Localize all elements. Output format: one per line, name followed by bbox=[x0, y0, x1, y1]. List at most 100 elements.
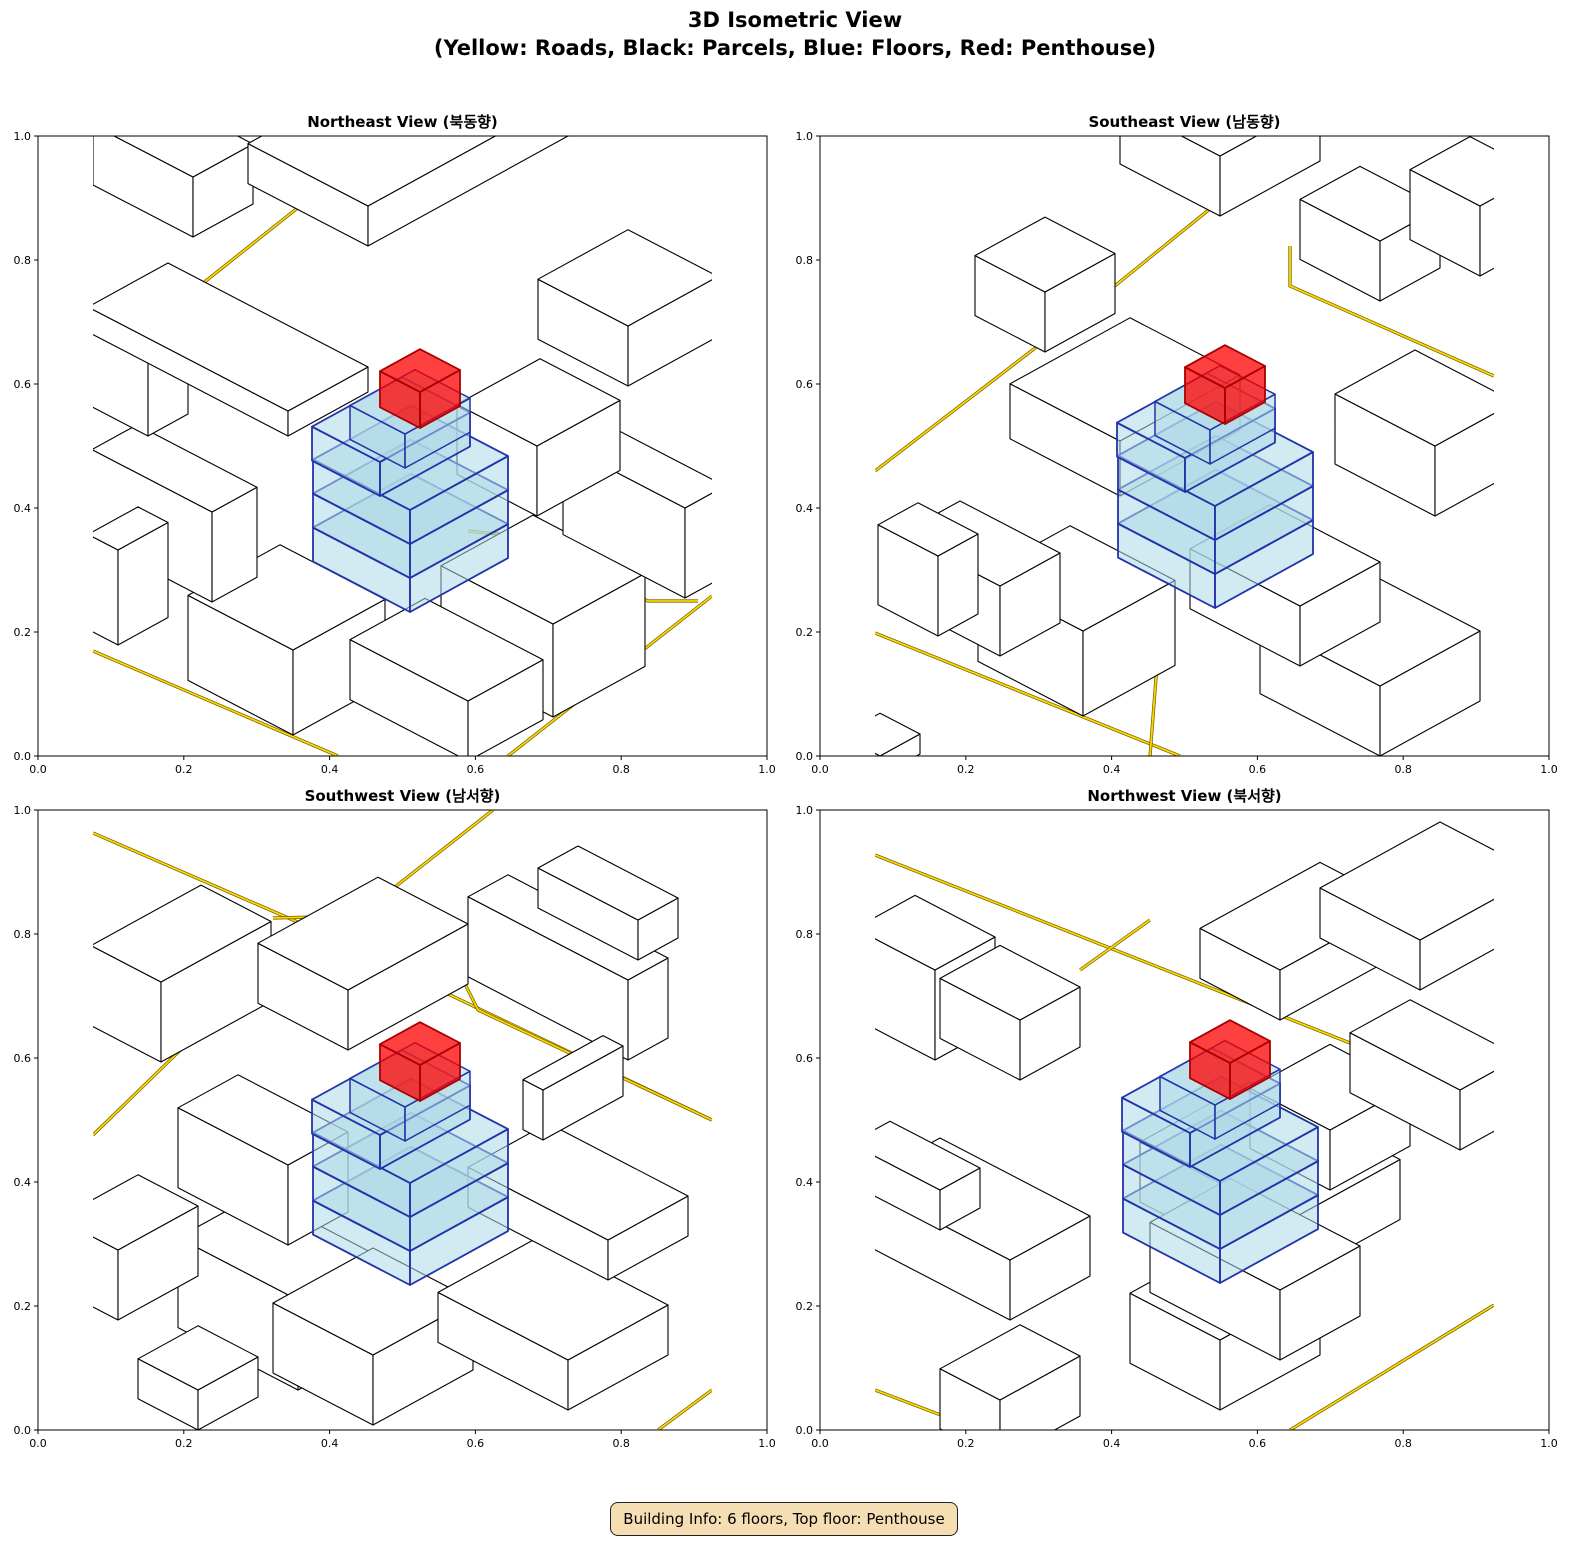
x-tick-label: 0.0 bbox=[29, 763, 47, 776]
y-tick-label: 0.0 bbox=[796, 1424, 814, 1437]
x-tick-label: 0.2 bbox=[175, 763, 193, 776]
parcel-6-top-face bbox=[974, 216, 1116, 293]
y-tick-label: 0.0 bbox=[14, 1424, 32, 1437]
parcel-8-top-face bbox=[93, 1174, 199, 1251]
y-tick-label: 0.6 bbox=[14, 1052, 32, 1065]
y-tick-label: 0.4 bbox=[796, 1176, 814, 1189]
x-tick-label: 1.0 bbox=[1540, 763, 1558, 776]
x-tick-label: 0.8 bbox=[1394, 763, 1412, 776]
parcel-7-top-face bbox=[1180, 136, 1258, 157]
parcel-6-left-face bbox=[93, 536, 119, 646]
y-tick-label: 0.2 bbox=[14, 1300, 32, 1313]
road bbox=[1289, 1304, 1494, 1430]
parcel-9-right-face bbox=[1479, 197, 1494, 277]
figure-title: 3D Isometric View (Yellow: Roads, Black:… bbox=[0, 6, 1590, 62]
y-tick-label: 1.0 bbox=[14, 804, 32, 817]
parcel-11-right-face bbox=[1419, 898, 1494, 991]
building-info-box: Building Info: 6 floors, Top floor: Pent… bbox=[610, 1502, 958, 1536]
parcel-11-top-face bbox=[93, 262, 369, 412]
parcel-8-top-face bbox=[247, 136, 497, 207]
parcel-5-top-face bbox=[93, 424, 258, 513]
subplot-title: Southeast View (남동향) bbox=[1088, 113, 1280, 131]
y-tick-label: 1.0 bbox=[796, 804, 814, 817]
x-tick-label: 0.4 bbox=[1103, 1437, 1121, 1450]
y-tick-label: 0.4 bbox=[14, 1176, 32, 1189]
parcel-9-right-face bbox=[627, 279, 712, 387]
parcel-1-top-face bbox=[939, 944, 1081, 1021]
x-tick-label: 0.6 bbox=[467, 763, 485, 776]
parcel-11-top-face bbox=[137, 1325, 259, 1391]
y-tick-label: 0.0 bbox=[14, 750, 32, 763]
x-tick-label: 0.4 bbox=[321, 763, 339, 776]
x-tick-label: 0.0 bbox=[811, 763, 829, 776]
parcel-3-right-face bbox=[684, 492, 712, 599]
parcel-4-top-face bbox=[437, 1236, 669, 1361]
x-tick-label: 0.8 bbox=[612, 763, 630, 776]
y-tick-label: 1.0 bbox=[14, 130, 32, 143]
x-tick-label: 1.0 bbox=[758, 763, 776, 776]
parcel-6-top-face bbox=[93, 506, 169, 551]
parcel-5-top-face bbox=[877, 502, 979, 557]
y-tick-label: 0.8 bbox=[796, 254, 814, 267]
x-tick-label: 0.6 bbox=[1249, 1437, 1267, 1450]
y-tick-label: 0.6 bbox=[796, 378, 814, 391]
subplot-northeast: Northeast View (북동향) 0.0 0.2 0.4 0.6 0.8 1.0 0.… bbox=[14, 113, 776, 776]
road bbox=[875, 632, 1181, 756]
parcel-3-right-face bbox=[1434, 412, 1494, 517]
x-tick-label: 0.4 bbox=[321, 1437, 339, 1450]
x-tick-label: 0.6 bbox=[1249, 763, 1267, 776]
y-tick-label: 0.2 bbox=[14, 626, 32, 639]
y-tick-label: 0.6 bbox=[796, 1052, 814, 1065]
x-tick-label: 1.0 bbox=[758, 1437, 776, 1450]
scene bbox=[93, 810, 712, 1430]
parcel-10-right-face bbox=[1459, 1070, 1494, 1151]
y-tick-label: 0.8 bbox=[14, 254, 32, 267]
parcel-10-top-face bbox=[537, 845, 679, 921]
figure-title-line2: (Yellow: Roads, Black: Parcels, Blue: Fl… bbox=[433, 36, 1157, 60]
y-tick-label: 0.2 bbox=[796, 626, 814, 639]
x-tick-label: 1.0 bbox=[1540, 1437, 1558, 1450]
y-tick-label: 0.4 bbox=[796, 502, 814, 515]
parcel-2-top-face bbox=[349, 597, 544, 702]
axes-frame bbox=[819, 135, 1550, 757]
figure-title-line1: 3D Isometric View bbox=[687, 8, 903, 32]
y-tick-label: 0.0 bbox=[796, 750, 814, 763]
parcel-1-top-face bbox=[467, 874, 669, 981]
road bbox=[657, 1389, 712, 1430]
parcel-5-top-face bbox=[467, 1122, 689, 1241]
parcel-0-top-face bbox=[875, 894, 996, 971]
y-tick-label: 1.0 bbox=[796, 130, 814, 143]
subplot-title: Northeast View (북동향) bbox=[307, 113, 498, 131]
road bbox=[93, 650, 339, 756]
scene bbox=[93, 136, 712, 756]
y-tick-label: 0.6 bbox=[14, 378, 32, 391]
parcel-3-top-face bbox=[1334, 349, 1494, 447]
parcel-9-top-face bbox=[1409, 136, 1494, 207]
x-tick-label: 0.6 bbox=[467, 1437, 485, 1450]
penthouse-top-face bbox=[1184, 344, 1266, 389]
parcel-6-top-face bbox=[522, 1035, 624, 1091]
parcel-10-top-face bbox=[1349, 999, 1494, 1091]
x-tick-label: 0.2 bbox=[957, 763, 975, 776]
parcel-6-top-face bbox=[939, 1324, 1081, 1401]
parcel-9-top-face bbox=[537, 229, 712, 327]
x-tick-label: 0.2 bbox=[175, 1437, 193, 1450]
parcel-7-right-face bbox=[1219, 136, 1321, 217]
parcel-8-right-face bbox=[367, 136, 569, 247]
penthouse-top-face bbox=[379, 1021, 461, 1066]
scene bbox=[875, 821, 1494, 1430]
parcel-9-top-face bbox=[257, 876, 469, 991]
y-tick-label: 0.8 bbox=[14, 928, 32, 941]
scene bbox=[875, 136, 1494, 756]
x-tick-label: 0.4 bbox=[1103, 763, 1121, 776]
parcel-4-top-face bbox=[456, 358, 621, 447]
penthouse-top-face bbox=[1189, 1019, 1271, 1064]
y-tick-label: 0.8 bbox=[796, 928, 814, 941]
subplot-title: Northwest View (북서향) bbox=[1087, 787, 1281, 805]
x-tick-label: 0.0 bbox=[811, 1437, 829, 1450]
y-tick-label: 0.4 bbox=[14, 502, 32, 515]
axes-frame bbox=[819, 809, 1550, 1431]
